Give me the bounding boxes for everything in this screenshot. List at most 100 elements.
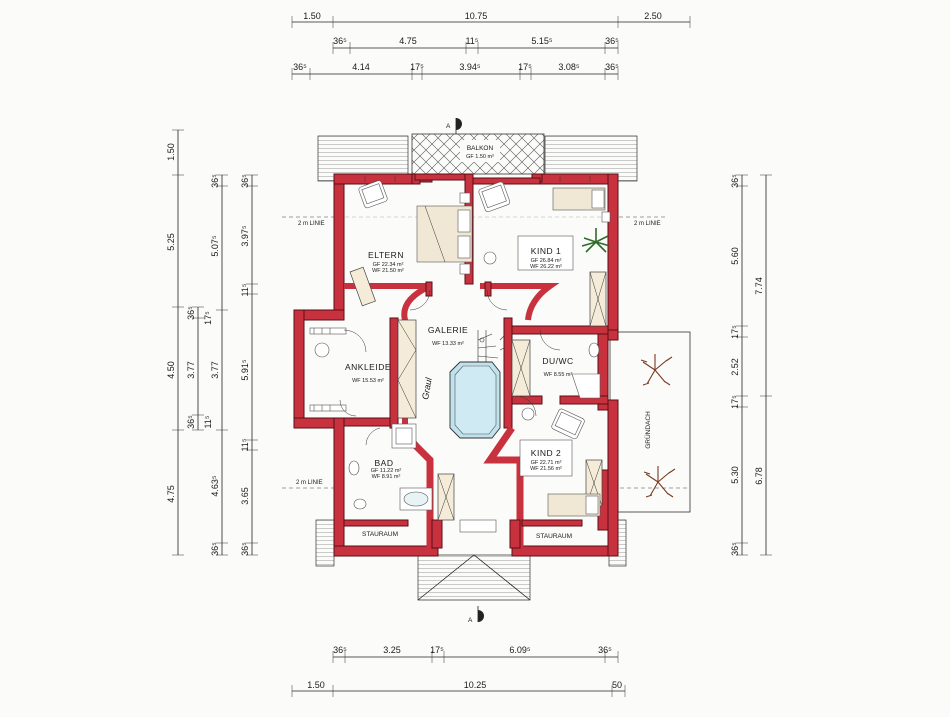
dim-top3-2: 4.14: [352, 62, 370, 72]
top-dimensions: 1.50 10.75 2.50 36⁵ 4.75 11⁵ 5.15⁵ 36⁵ 3…: [291, 11, 691, 80]
wall-ankleide-west: [293, 309, 305, 427]
dim-top-3: 2.50: [644, 11, 662, 21]
wall-galerie-duwc: [503, 317, 513, 429]
dim-right-7: 36⁵: [730, 542, 740, 556]
room-ankleide-name: ANKLEIDE: [345, 362, 391, 372]
dim-bot1-1: 36⁵: [333, 645, 347, 655]
room-ankleide-wf: WF 15.53 m²: [352, 378, 384, 384]
tree-icon: [640, 354, 673, 386]
entrance-roof-ridge: [417, 554, 531, 601]
dim-right-2: 5.60: [730, 247, 740, 265]
dim-top3-3: 17⁵: [410, 62, 424, 72]
section-marker-bottom-icon: [478, 610, 484, 622]
dim-bot1-3: 17⁵: [430, 645, 444, 655]
dim-leftin-4: 5.91⁵: [240, 359, 250, 381]
dim-top3-1: 36⁵: [293, 62, 307, 72]
shower-duwc: [571, 373, 601, 399]
dim-bot1-2: 3.25: [383, 645, 401, 655]
chair-kind2: [521, 407, 535, 421]
wall-west-upper: [333, 173, 345, 313]
dim-top3-6: 3.08⁵: [558, 62, 580, 72]
room-stauraum-right: STAURAUM: [536, 533, 572, 540]
dim-left-1: 1.50: [166, 143, 176, 161]
wardrobe-ankleide: [397, 319, 417, 419]
dim-leftin-3: 11⁵: [240, 283, 250, 296]
sink-bad: [353, 498, 367, 510]
dim-leftmid-6: 4.63⁵: [210, 475, 220, 497]
dim-leftmid-2: 5.07⁵: [210, 235, 220, 257]
bathtub-bad: [399, 487, 433, 511]
bottom-dimensions: 36⁵ 3.25 17⁵ 6.09⁵ 36⁵ 1.50 10.25 50: [291, 645, 626, 697]
wardrobe-eltern: [349, 266, 376, 307]
door-ankleide: [343, 329, 367, 353]
line-label-top-left: 2 m LINIE: [298, 221, 325, 227]
balcony: BALKON GF 1.50 m²: [411, 133, 545, 175]
room-galerie-name: GALERIE: [428, 325, 468, 335]
dim-leftmid-1: 36⁵: [210, 174, 220, 188]
room-kind1-wf: WF 26.22 m²: [530, 264, 562, 270]
dim-top3-7: 36⁵: [605, 62, 619, 72]
dim-right-5: 17⁵: [730, 395, 740, 409]
landing-desk: [459, 519, 497, 533]
dim-top3-4: 3.94⁵: [459, 62, 481, 72]
balcony-area: GF 1.50 m²: [466, 154, 494, 160]
signature: Graul: [420, 376, 434, 400]
room-kind2-gf: GF 22.71 m²: [531, 460, 562, 466]
balcony-name: BALKON: [467, 145, 494, 152]
dim-top-1: 1.50: [303, 11, 321, 21]
wall-ankleide-bad: [343, 417, 391, 427]
dim-leftin-6: 3.65: [240, 487, 250, 505]
wall-west-lower: [333, 417, 345, 557]
dim-rightout-1: 7.74: [754, 277, 764, 295]
dim-leftin-5: 11⁵: [240, 438, 250, 451]
wall-kind1-duwc: [511, 325, 609, 335]
armchair-kind2: [551, 408, 585, 440]
wall-north-right: [539, 173, 619, 185]
dim-top2-1: 36⁵: [333, 36, 347, 46]
dim-right-6: 5.30: [730, 466, 740, 484]
dim-top-2: 10.75: [465, 11, 488, 21]
desk-kind2: [519, 439, 573, 477]
room-eltern-name: ELTERN: [368, 250, 404, 260]
dim-leftb-2: 17⁵: [203, 311, 213, 325]
dim-rightout-2: 6.78: [754, 467, 764, 485]
room-kind2-wf: WF 21.56 m²: [530, 466, 562, 472]
room-stauraum-left: STAURAUM: [362, 531, 398, 538]
room-kind1-name: KIND 1: [531, 246, 561, 256]
room-kind1-gf: GF 26.84 m²: [531, 258, 562, 264]
dim-leftb-4: 36⁵: [186, 415, 196, 429]
room-duwc-name: DU/WC: [542, 356, 573, 366]
room-duwc-wf: WF 8.55 m²: [544, 372, 573, 378]
room-eltern-gf: GF 22.34 m²: [373, 262, 404, 268]
line-label-top-right: 2 m LINIE: [634, 221, 661, 227]
staircase: [449, 330, 505, 439]
green-roof-label: GRÜNDACH: [644, 411, 652, 449]
wall-east-lower: [607, 399, 619, 557]
dim-leftmid-7: 36⁵: [210, 542, 220, 556]
roof-bottom-left: [315, 519, 335, 567]
room-bad-gf: GF 11.22 m²: [371, 468, 402, 474]
dim-top2-4: 5.15⁵: [531, 36, 553, 46]
dim-top2-3: 11⁵: [465, 36, 478, 46]
toilet-duwc: [588, 342, 600, 358]
dim-leftin-1: 36⁵: [240, 174, 250, 188]
left-dimensions: 1.50 5.25 4.50 4.75 36⁵ 5.07⁵ 3.77 4.63⁵…: [166, 129, 258, 556]
dim-bot2-3: 50: [612, 680, 622, 690]
dim-leftb-5: 11⁵: [203, 415, 213, 428]
toilet-bad: [348, 460, 360, 476]
chair-ankleide: [314, 342, 330, 358]
dim-leftin-7: 36⁵: [240, 542, 250, 556]
armchair-eltern: [358, 180, 388, 209]
desk-kind1: [517, 235, 574, 271]
dim-right-3: 17⁵: [730, 325, 740, 339]
dim-bot1-5: 36⁵: [598, 645, 612, 655]
wall-south-right: [511, 545, 619, 557]
right-dimensions: 36⁵ 5.60 17⁵ 2.52 17⁵ 5.30 36⁵ 7.74 6.78: [730, 174, 772, 556]
dim-bot2-2: 10.25: [464, 680, 487, 690]
dim-bot2-1: 1.50: [307, 680, 325, 690]
section-markers: A A: [446, 118, 484, 624]
room-kind2-name: KIND 2: [531, 448, 561, 458]
wall-east-upper: [607, 173, 619, 335]
dim-top2-5: 36⁵: [605, 36, 619, 46]
entrance-roof: [417, 554, 531, 601]
